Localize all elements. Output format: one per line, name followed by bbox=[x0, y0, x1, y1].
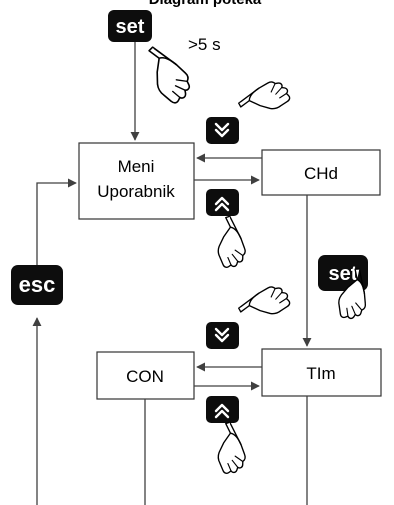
node-chd: CHd bbox=[261, 149, 381, 196]
node-tim: TIm bbox=[261, 348, 382, 397]
hand-press-icon bbox=[237, 275, 295, 330]
chevron-down-icon bbox=[214, 327, 230, 343]
chevron-up-icon bbox=[214, 196, 230, 212]
node-user-menu-line2: Uporabnik bbox=[97, 182, 175, 201]
chevron-up-icon bbox=[214, 403, 230, 419]
node-chd-label: CHd bbox=[304, 164, 338, 183]
down-key bbox=[206, 117, 239, 144]
esc-key: esc bbox=[11, 265, 63, 305]
node-con-label: CON bbox=[126, 367, 164, 386]
hold-duration-hint: >5 s bbox=[188, 35, 221, 54]
hand-press-icon bbox=[201, 214, 260, 274]
chevron-down-icon bbox=[214, 122, 230, 138]
hand-press-icon bbox=[201, 420, 260, 480]
set-key-top-label: set bbox=[116, 16, 145, 38]
node-con: CON bbox=[96, 351, 195, 400]
node-tim-label: TIm bbox=[306, 364, 335, 383]
set-key-right-label: set bbox=[329, 263, 358, 285]
up-key bbox=[206, 189, 239, 216]
hand-press-icon bbox=[141, 45, 195, 106]
diagram-title: Diagram poteka bbox=[149, 0, 262, 8]
node-user-menu-line1: Meni bbox=[118, 157, 155, 176]
down-key bbox=[206, 322, 239, 349]
arrow-esc-to-menu bbox=[36, 178, 77, 265]
set-key-top: set bbox=[108, 10, 152, 42]
hand-press-icon bbox=[237, 70, 295, 125]
node-user-menu: Meni Uporabnik bbox=[78, 142, 195, 220]
up-key bbox=[206, 396, 239, 423]
esc-key-label: esc bbox=[19, 272, 56, 297]
